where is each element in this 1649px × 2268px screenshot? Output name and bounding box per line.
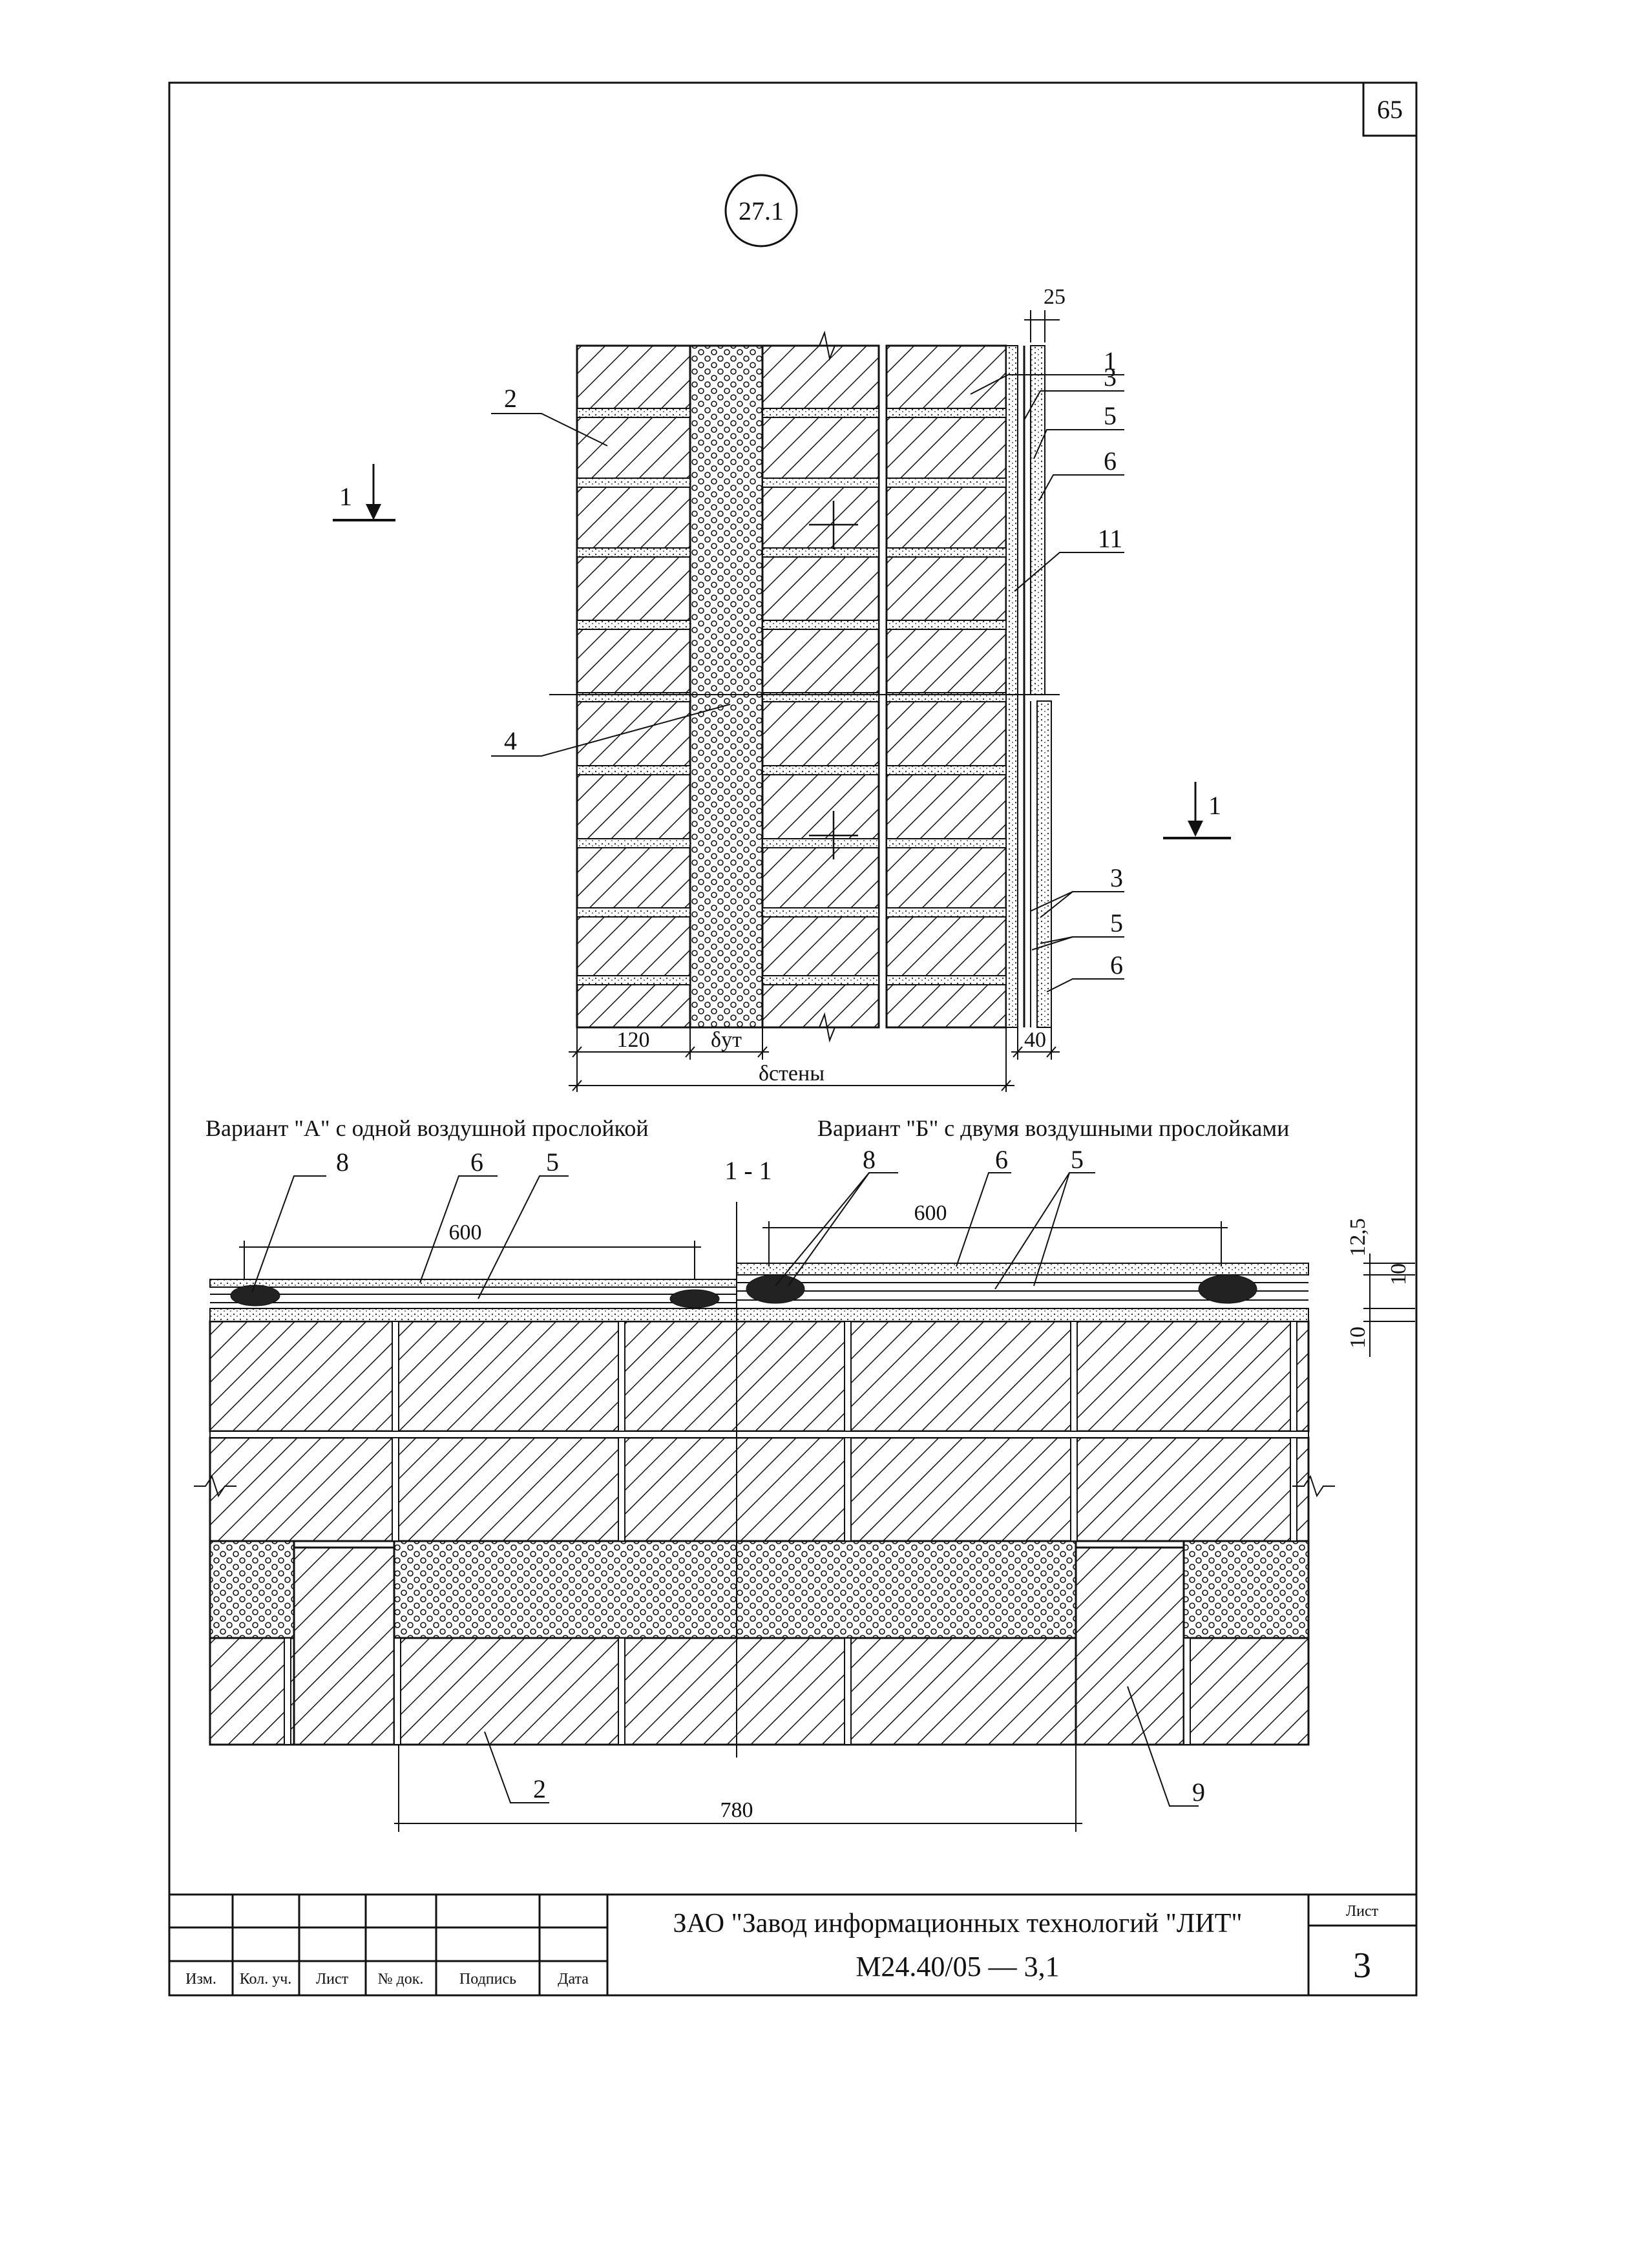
tb-company: ЗАО "Завод информационных технологий "ЛИ… xyxy=(673,1909,1243,1938)
tb-sheet-label: Лист xyxy=(1346,1903,1379,1920)
insulation-column xyxy=(689,344,764,1029)
mortar-joints xyxy=(576,408,1007,985)
tb-header-list: Лист xyxy=(316,1971,349,1988)
dim-wall: δстены xyxy=(759,1062,824,1086)
callout-3: 3 xyxy=(1104,362,1117,392)
section-title: 1 - 1 xyxy=(724,1156,772,1185)
section-plaster xyxy=(209,1308,1309,1322)
section-callout-9: 9 xyxy=(1192,1778,1205,1807)
section-break-right xyxy=(1292,1475,1335,1498)
section-insulation-3 xyxy=(1182,1540,1310,1639)
brick-column-mid xyxy=(761,344,880,1029)
node-marker-label: 27.1 xyxy=(739,196,784,226)
section-break-left xyxy=(194,1475,236,1498)
variant-a-facing xyxy=(209,1279,737,1308)
section-insulation-1 xyxy=(209,1540,295,1639)
elevation-dimensions xyxy=(569,310,1060,1092)
callout-2: 2 xyxy=(504,384,517,413)
node-marker: 27.1 xyxy=(724,174,798,247)
tb-header-izm: Изм. xyxy=(185,1971,216,1988)
section-dim-12-5: 12,5 xyxy=(1346,1218,1370,1257)
leader-lines xyxy=(491,374,1124,992)
callout-5: 5 xyxy=(1104,401,1117,430)
crosshair-marks xyxy=(809,501,858,859)
callout-6: 6 xyxy=(1104,446,1117,476)
callout-5-lower: 5 xyxy=(1110,908,1123,938)
title-block xyxy=(169,1893,1416,1995)
variant-b-facing xyxy=(736,1263,1309,1304)
svg-text:1: 1 xyxy=(1208,791,1221,820)
wood-lath-a2 xyxy=(669,1289,720,1308)
callout-11: 11 xyxy=(1098,524,1123,553)
section-mark-right: 1 xyxy=(1163,782,1231,839)
section-dim-10b: 10 xyxy=(1346,1327,1370,1349)
section-leaders xyxy=(251,1172,1199,1807)
wood-lath-b1 xyxy=(746,1274,805,1304)
section-dimensions xyxy=(239,1221,1415,1832)
section-dim-10a: 10 xyxy=(1387,1263,1411,1285)
variant-a-caption: Вариант "А" с одной воздушной прослойкой xyxy=(205,1115,649,1141)
wall-elevation: 1 3 5 6 11 2 4 3 5 6 1 1 xyxy=(333,285,1231,1092)
callout-4: 4 xyxy=(504,726,517,755)
sheet-frame xyxy=(168,81,1418,1997)
section-1-1: Вариант "А" с одной воздушной прослойкой… xyxy=(194,1115,1415,1832)
section-dim-780: 780 xyxy=(720,1798,753,1822)
dim-120: 120 xyxy=(617,1028,650,1052)
tb-header-doc: № док. xyxy=(378,1971,424,1988)
tb-header-sign: Подпись xyxy=(459,1971,516,1988)
break-mark-top xyxy=(819,330,835,361)
tb-doc-code: М24.40/05 — 3,1 xyxy=(856,1951,1059,1982)
dim-25: 25 xyxy=(1044,285,1066,309)
section-insulation-2 xyxy=(393,1540,1077,1639)
wood-lath-b2 xyxy=(1198,1274,1257,1304)
section-dim-600a: 600 xyxy=(449,1221,482,1244)
section-brick-row2 xyxy=(209,1436,1310,1542)
dim-facing-40: 40 xyxy=(1024,1028,1046,1052)
section-callout-6b: 6 xyxy=(995,1145,1008,1174)
section-callout-5b: 5 xyxy=(1071,1145,1084,1174)
svg-text:1: 1 xyxy=(339,482,352,511)
wood-lath-a1 xyxy=(230,1285,280,1307)
section-brick-inset-2 xyxy=(1075,1546,1185,1746)
tb-header-date: Дата xyxy=(558,1971,589,1988)
page-number-box: 65 xyxy=(1362,81,1418,137)
section-callout-8a: 8 xyxy=(336,1148,349,1177)
section-callout-2: 2 xyxy=(533,1774,546,1803)
break-mark-bottom xyxy=(819,1012,835,1043)
section-callout-5a: 5 xyxy=(546,1148,559,1177)
tb-header-kol: Кол. уч. xyxy=(240,1971,292,1988)
callout-3-lower: 3 xyxy=(1110,863,1123,892)
page-number: 65 xyxy=(1377,95,1403,124)
brick-column-left xyxy=(576,344,691,1029)
dim-insulation: δут xyxy=(711,1028,742,1052)
brick-column-right xyxy=(885,344,1007,1029)
section-brick-inset-1 xyxy=(293,1546,395,1746)
callout-6-lower: 6 xyxy=(1110,950,1123,980)
tb-sheet-number: 3 xyxy=(1353,1946,1371,1986)
callout-1: 1 xyxy=(1104,346,1117,375)
section-brick-row1 xyxy=(209,1320,1310,1433)
section-callout-8b: 8 xyxy=(863,1145,876,1174)
section-callout-6a: 6 xyxy=(470,1148,483,1177)
facing-layers xyxy=(1005,345,1060,1028)
section-dim-600b: 600 xyxy=(914,1201,947,1225)
section-mark-left: 1 xyxy=(333,464,395,521)
variant-b-caption: Вариант "Б" с двумя воздушными прослойка… xyxy=(817,1115,1289,1141)
